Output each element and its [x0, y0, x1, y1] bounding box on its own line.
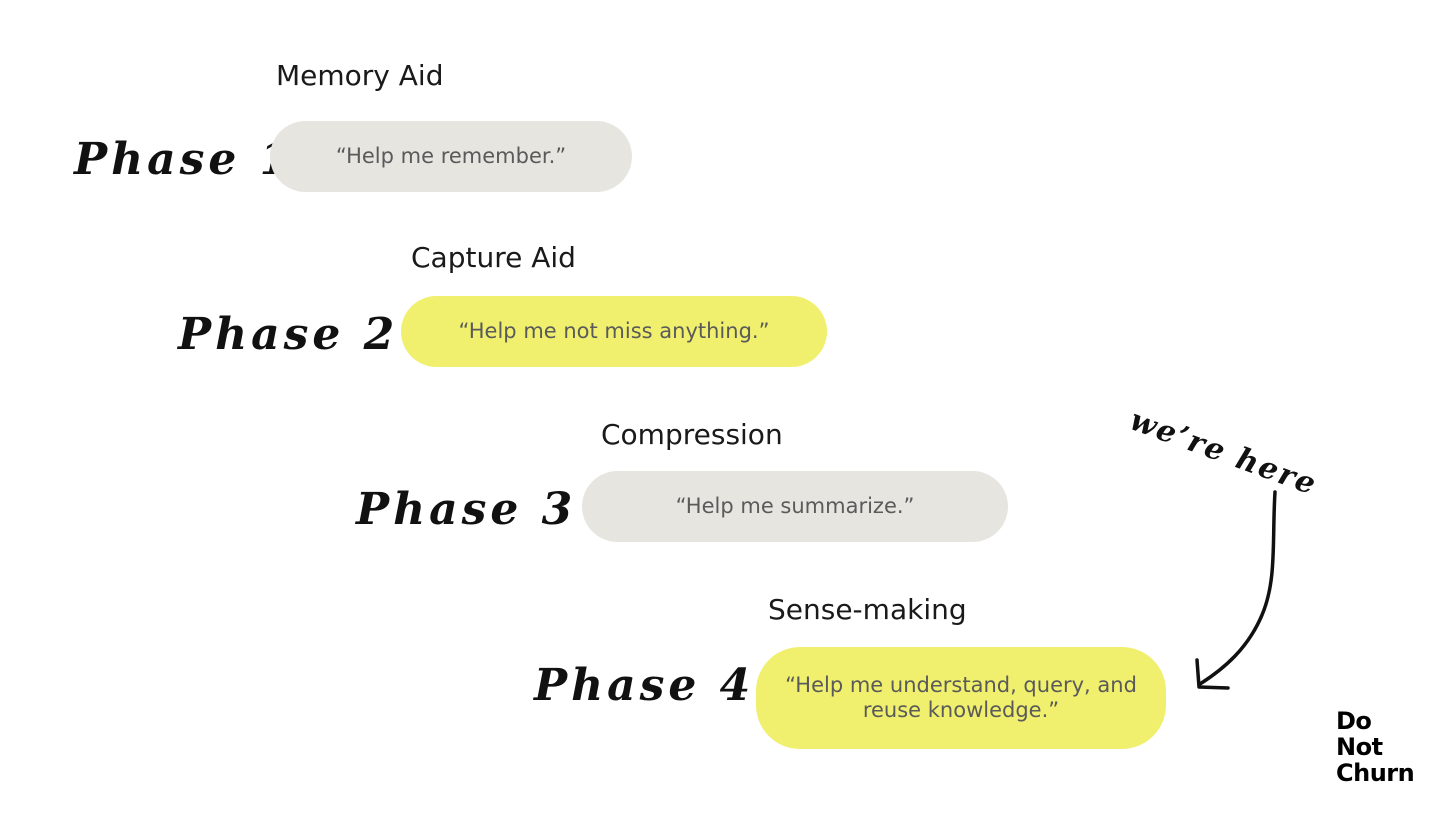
phase-2-title: Capture Aid	[411, 241, 576, 274]
phase-2-quote-pill: “Help me not miss anything.”	[401, 296, 827, 367]
phase-1-label: Phase 1	[74, 134, 295, 185]
annotation-text: we’re here	[1125, 403, 1322, 503]
brand-line-3: Churn	[1336, 759, 1415, 787]
phase-1-title: Memory Aid	[276, 59, 444, 92]
phase-3-label: Phase 3	[356, 484, 577, 535]
phase-3-title: Compression	[601, 418, 783, 451]
phase-3-quote-pill: “Help me summarize.”	[582, 471, 1008, 542]
brand-line-1: Do	[1336, 707, 1372, 735]
brand-line-2: Not	[1336, 733, 1383, 761]
phase-4-label: Phase 4	[534, 660, 755, 711]
curved-arrow-icon	[1195, 490, 1277, 690]
phase-4-quote-pill: “Help me understand, query, and reuse kn…	[756, 647, 1166, 749]
phase-1-quote-pill: “Help me remember.”	[270, 121, 632, 192]
phase-4-title: Sense-making	[768, 593, 967, 626]
phase-2-label: Phase 2	[178, 309, 399, 360]
brand-logo: Do Not Churn	[1336, 707, 1415, 787]
